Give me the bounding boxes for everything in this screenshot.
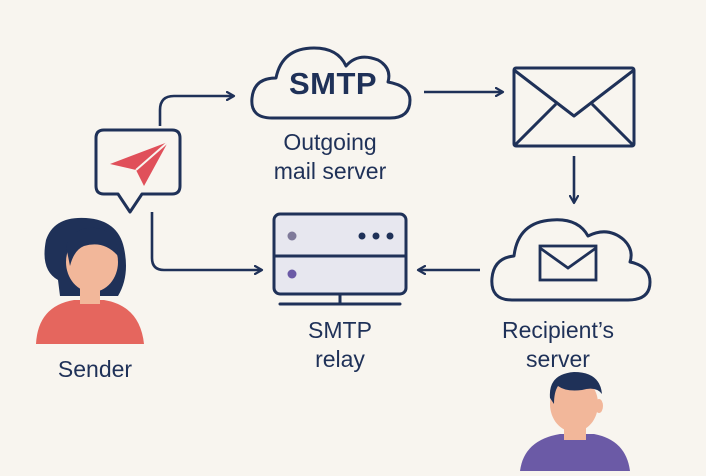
speech-bubble-icon xyxy=(94,128,182,214)
smtp-relay-label: SMTP relay xyxy=(308,317,372,372)
arrow-sender-to-smtp xyxy=(158,96,234,126)
small-envelope-icon xyxy=(538,244,598,282)
server-icon xyxy=(272,212,408,306)
cloud-icon xyxy=(250,46,412,120)
arrow-sender-to-relay xyxy=(150,212,262,270)
sender-label: Sender xyxy=(57,356,133,382)
sender-person-icon xyxy=(36,217,144,344)
paper-plane-icon xyxy=(110,141,169,186)
recipient-cloud-icon xyxy=(490,218,652,302)
recipient-person-icon xyxy=(520,372,630,471)
outgoing-mail-server-label: Outgoing mail server xyxy=(273,129,387,184)
smtp-cloud-text: SMTP xyxy=(288,66,378,101)
recipient-server-label: Recipient’s server xyxy=(501,317,615,372)
envelope-icon xyxy=(512,66,636,148)
